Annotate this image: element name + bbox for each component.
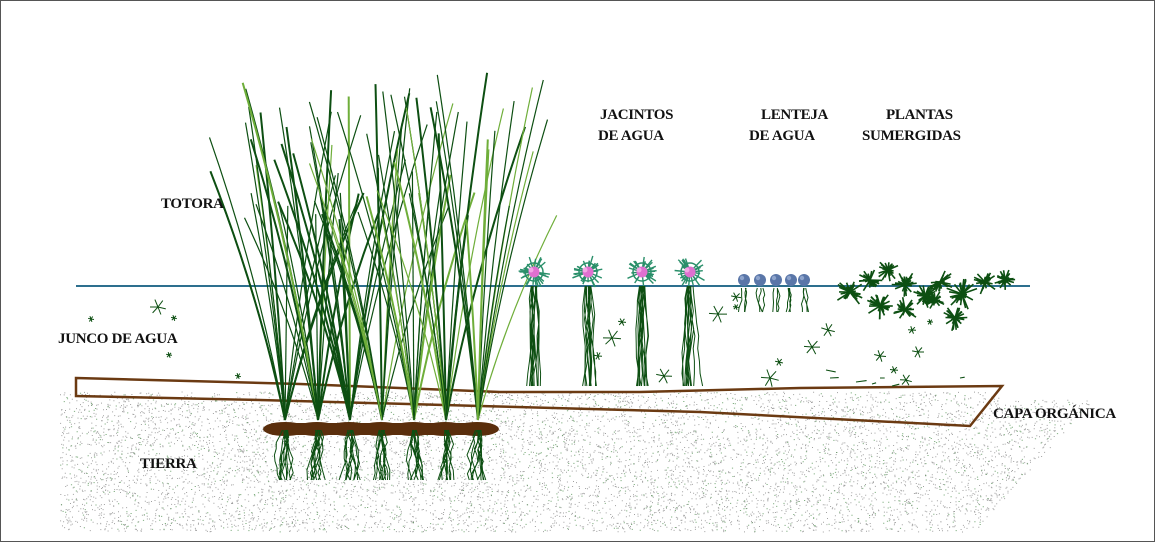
label-lenteja-line1: LENTEJA [761,107,829,123]
label-sumergidas-line2: SUMERGIDAS [862,128,961,144]
label-jacintos-line2: DE AGUA [598,128,664,144]
label-jacintos-line1: JACINTOS [600,107,673,123]
label-capa-organica: CAPA ORGÁNICA [993,405,1116,422]
label-tierra: TIERRA [140,456,197,472]
label-sumergidas-line1: PLANTAS [886,107,953,123]
label-lenteja-line2: DE AGUA [749,128,815,144]
label-junco: JUNCO DE AGUA [58,331,178,347]
label-totora: TOTORA [161,196,224,212]
